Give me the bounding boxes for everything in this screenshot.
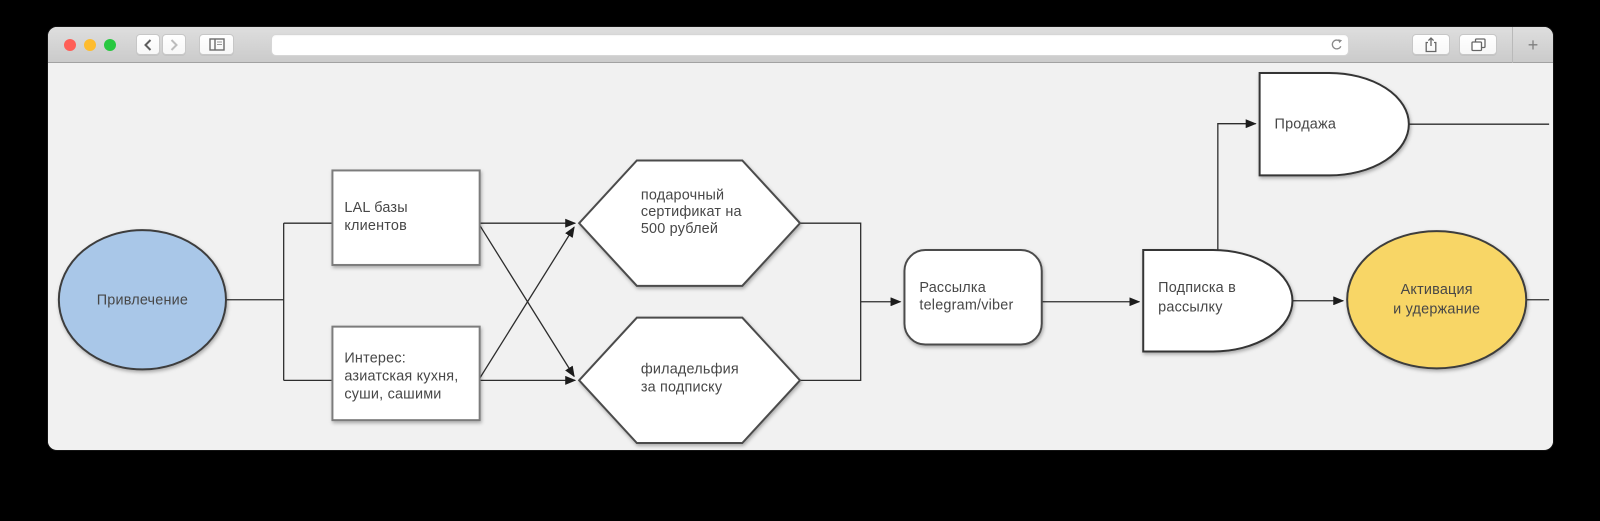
label-mailing-line2: telegram/viber bbox=[919, 298, 1013, 314]
label-subscription-line1: Подписка в bbox=[1158, 280, 1236, 296]
flowchart-canvas: Привлечение LAL базы клиентов Интерес: а… bbox=[57, 71, 1550, 445]
tab-bar-divider bbox=[1512, 27, 1513, 63]
node-sale-delay bbox=[1258, 71, 1410, 177]
tabs-icon bbox=[1470, 38, 1486, 52]
label-certificate-line1: подарочный bbox=[641, 187, 724, 203]
label-lal-line1: LAL базы bbox=[344, 200, 407, 216]
back-button[interactable] bbox=[136, 34, 160, 55]
minimize-button[interactable] bbox=[84, 38, 96, 51]
node-interest-rectangle bbox=[331, 325, 481, 422]
node-subscription-delay bbox=[1142, 249, 1294, 353]
browser-toolbar: + bbox=[48, 27, 1553, 63]
node-mailing-rounded-rect bbox=[903, 249, 1043, 346]
edge-lal-philadelphia bbox=[479, 224, 575, 378]
label-sale: Продажа bbox=[1275, 117, 1337, 133]
flowchart-edges bbox=[225, 119, 1550, 385]
address-bar[interactable] bbox=[271, 33, 1349, 56]
tab-overview-button[interactable] bbox=[1459, 34, 1497, 55]
flowchart-labels: Привлечение LAL базы клиентов Интерес: а… bbox=[97, 117, 1480, 403]
url-input[interactable] bbox=[272, 36, 1330, 53]
label-philadelphia-line1: филадельфия bbox=[641, 361, 739, 377]
label-attraction: Привлечение bbox=[97, 293, 188, 309]
node-lal-rectangle bbox=[331, 169, 481, 266]
node-attraction-ellipse bbox=[57, 229, 227, 371]
flowchart-shapes bbox=[57, 71, 1528, 445]
share-button[interactable] bbox=[1412, 34, 1450, 55]
edge-hexagons-merge bbox=[800, 222, 862, 382]
sidebar-toggle-button[interactable] bbox=[199, 34, 234, 55]
edge-subscription-sale bbox=[1217, 119, 1257, 251]
label-activation-line1: Активация bbox=[1401, 282, 1473, 298]
label-interest-line2: азиатская кухня, bbox=[344, 368, 458, 384]
node-activation-ellipse bbox=[1346, 230, 1528, 370]
label-lal-line2: клиентов bbox=[344, 218, 407, 234]
label-interest-line3: суши, сашими bbox=[344, 386, 441, 402]
node-certificate-hexagon bbox=[577, 159, 802, 287]
label-subscription-line2: рассылку bbox=[1158, 300, 1223, 316]
label-interest-line1: Интерес: bbox=[344, 350, 406, 366]
label-mailing-line1: Рассылка bbox=[919, 280, 986, 296]
forward-button[interactable] bbox=[162, 34, 186, 55]
label-certificate-line3: 500 рублей bbox=[641, 221, 718, 237]
label-activation-line2: и удержание bbox=[1393, 302, 1480, 318]
label-certificate-line2: сертификат на bbox=[641, 204, 743, 220]
close-button[interactable] bbox=[64, 38, 76, 51]
chevron-left-icon bbox=[144, 38, 152, 51]
new-tab-button[interactable]: + bbox=[1513, 27, 1553, 63]
edge-interest-certificate bbox=[479, 226, 575, 379]
zoom-button[interactable] bbox=[104, 38, 116, 51]
label-philadelphia-line2: за подписку bbox=[641, 379, 723, 395]
nav-buttons bbox=[136, 34, 186, 55]
browser-window: + bbox=[48, 27, 1553, 450]
node-philadelphia-hexagon bbox=[577, 316, 802, 445]
reload-icon[interactable] bbox=[1330, 38, 1343, 52]
window-controls bbox=[64, 38, 116, 51]
page-content: Привлечение LAL базы клиентов Интерес: а… bbox=[48, 63, 1553, 449]
chevron-right-icon bbox=[170, 38, 178, 51]
sidebar-icon bbox=[208, 38, 225, 51]
share-icon bbox=[1425, 36, 1437, 52]
